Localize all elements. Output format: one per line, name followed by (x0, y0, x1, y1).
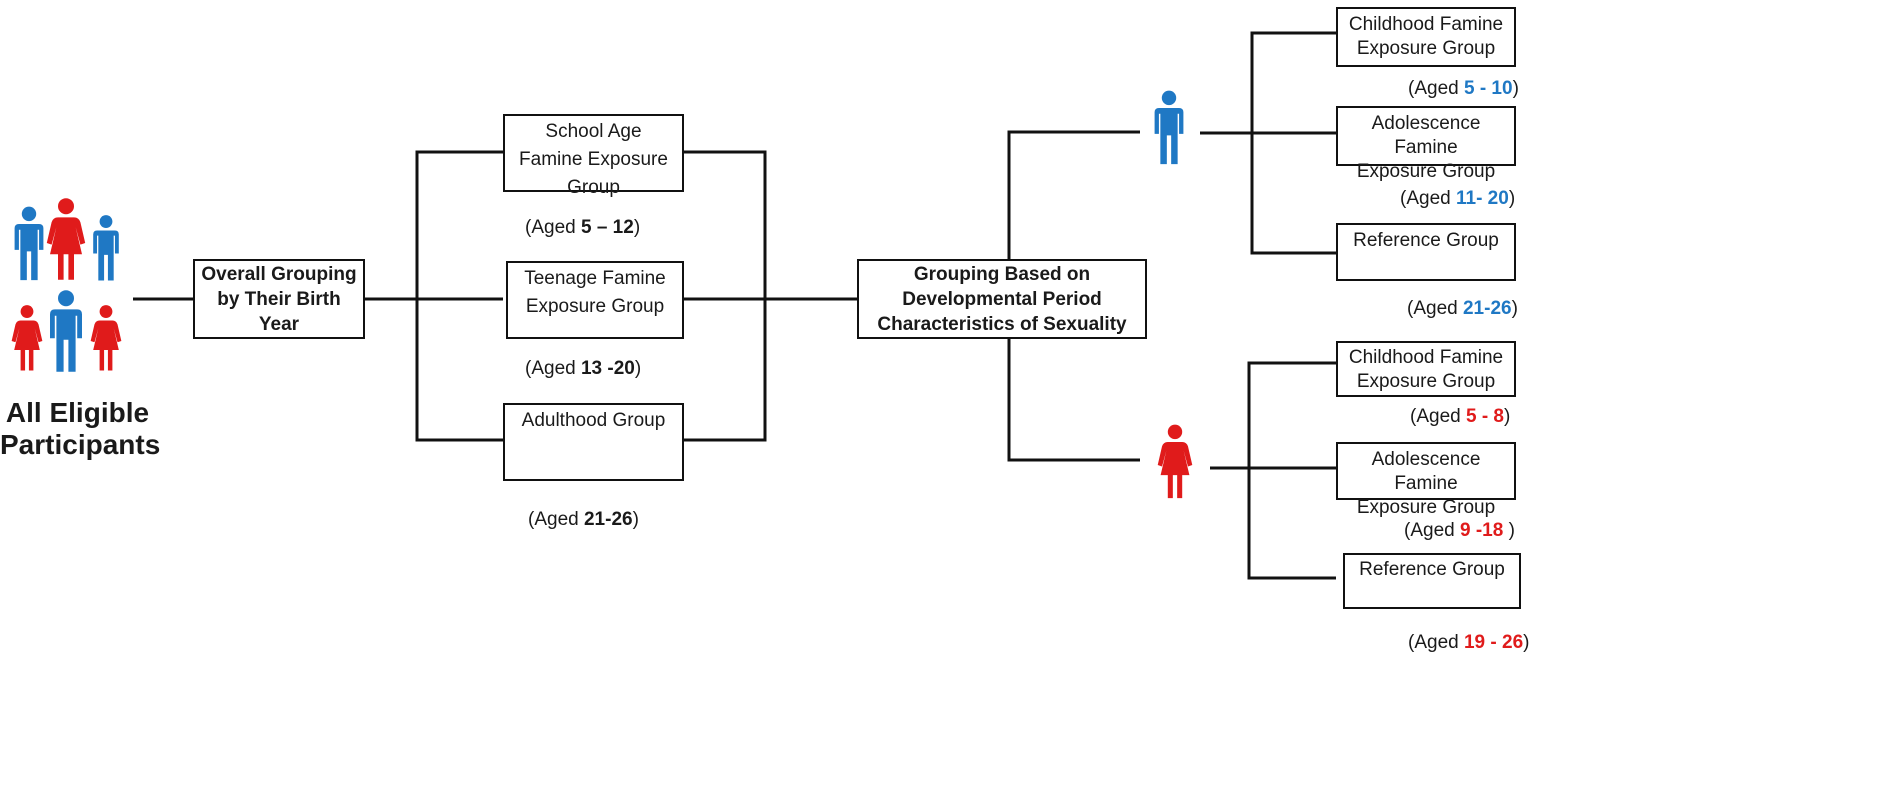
age-suffix: ) (632, 509, 639, 530)
developmental-line3: Characteristics of Sexuality (877, 313, 1127, 335)
age-suffix: ) (1504, 406, 1511, 427)
connector-right-bracket (684, 150, 767, 442)
female-adolescence-box: Adolescence Famine Exposure Group (1336, 442, 1516, 518)
school-age-line1: School Age (545, 121, 642, 142)
connector-male-tree (1250, 31, 1336, 255)
female-adolescence-line1: Adolescence Famine (1371, 449, 1481, 494)
age-prefix: (Aged (1404, 520, 1460, 541)
age-suffix: ) (1523, 632, 1530, 653)
male-childhood-age: (Aged 5 - 10) (1408, 78, 1519, 100)
age-value: 13 -20 (580, 358, 635, 379)
male-childhood-line1: Childhood Famine (1348, 14, 1504, 35)
age-prefix: (Aged (1408, 632, 1464, 653)
connector-developmental-female (1007, 338, 1140, 462)
school-age-box: School Age Famine Exposure Group (503, 114, 684, 198)
adulthood-box: Adulthood Group (503, 403, 684, 481)
adulthood-age: (Aged 21-26) (528, 509, 639, 531)
adulthood-line1: Adulthood Group (521, 410, 666, 431)
male-childhood-line2: Exposure Group (1356, 38, 1496, 59)
male-adolescence-line2: Exposure Group (1356, 161, 1496, 182)
age-suffix: ) (633, 217, 641, 238)
male-icon (1154, 90, 1184, 165)
teenage-line2: Exposure Group (525, 296, 665, 317)
teenage-age: (Aged 13 -20) (525, 358, 641, 380)
age-value: 21-26 (583, 509, 633, 530)
overall-grouping-box: Overall Grouping by Their Birth Year (193, 259, 365, 339)
overall-line2: by Their Birth (217, 288, 341, 310)
participants-title-line2: Participants (0, 429, 161, 460)
female-childhood-age: (Aged 5 - 8) (1410, 406, 1510, 428)
participants-title-line1: All Eligible (5, 397, 150, 428)
female-icon (11, 305, 43, 371)
female-icon (1157, 424, 1193, 499)
male-reference-line1: Reference Group (1353, 230, 1499, 251)
female-childhood-line1: Childhood Famine (1348, 347, 1504, 368)
male-childhood-box: Childhood Famine Exposure Group (1336, 7, 1516, 67)
age-prefix: (Aged (1408, 78, 1464, 99)
male-icon (93, 215, 119, 281)
age-suffix: ) (634, 358, 642, 379)
participants-icons (11, 198, 122, 372)
connector-lines (133, 31, 1336, 580)
teenage-line1: Teenage Famine (524, 268, 666, 289)
age-prefix: (Aged (525, 217, 581, 238)
overall-line3: Year (258, 313, 300, 335)
female-reference-line1: Reference Group (1359, 559, 1505, 580)
female-adolescence-age: (Aged 9 -18 ) (1404, 520, 1515, 542)
age-prefix: (Aged (1400, 188, 1456, 209)
school-age-line2: Famine Exposure (519, 149, 668, 170)
age-suffix: ) (1508, 188, 1516, 209)
male-icon (50, 290, 82, 372)
age-value: 5 – 12 (580, 217, 634, 238)
age-prefix: (Aged (1410, 406, 1466, 427)
female-adolescence-line2: Exposure Group (1356, 497, 1496, 518)
age-prefix: (Aged (528, 509, 584, 530)
female-reference-box: Reference Group (1343, 553, 1521, 609)
connector-female-tree (1247, 361, 1336, 580)
age-prefix: (Aged (525, 358, 581, 379)
age-value: 9 -18 (1459, 520, 1504, 541)
age-value: 21-26 (1462, 298, 1512, 319)
age-value: 19 - 26 (1463, 632, 1524, 653)
participants-title: All Eligible Participants (0, 397, 161, 461)
age-value: 5 - 8 (1465, 406, 1505, 427)
male-adolescence-box: Adolescence Famine Exposure Group (1336, 106, 1516, 182)
female-icon (90, 305, 122, 371)
age-suffix: ) (1511, 298, 1518, 319)
school-age-age: (Aged 5 – 12) (525, 217, 640, 239)
developmental-line2: Developmental Period (902, 288, 1102, 310)
male-icon (14, 206, 44, 281)
male-reference-box: Reference Group (1336, 223, 1516, 281)
female-childhood-line2: Exposure Group (1356, 371, 1496, 392)
connector-developmental-male (1007, 130, 1140, 260)
female-icon (46, 198, 86, 280)
age-suffix: ) (1512, 78, 1519, 99)
male-adolescence-line1: Adolescence Famine (1371, 113, 1481, 158)
age-suffix: ) (1503, 520, 1515, 541)
developmental-grouping-box: Grouping Based on Developmental Period C… (857, 259, 1147, 339)
male-adolescence-age: (Aged 11- 20) (1400, 188, 1515, 210)
school-age-line3: Group (567, 177, 620, 198)
male-reference-age: (Aged 21-26) (1407, 298, 1518, 320)
teenage-box: Teenage Famine Exposure Group (506, 261, 684, 339)
connector-left-bracket (415, 150, 503, 442)
age-prefix: (Aged (1407, 298, 1463, 319)
female-childhood-box: Childhood Famine Exposure Group (1336, 341, 1516, 397)
developmental-line1: Grouping Based on (913, 263, 1091, 285)
age-value: 11- 20 (1455, 188, 1509, 209)
female-reference-age: (Aged 19 - 26) (1408, 632, 1529, 654)
age-value: 5 - 10 (1463, 78, 1513, 99)
overall-line1: Overall Grouping (201, 263, 357, 285)
